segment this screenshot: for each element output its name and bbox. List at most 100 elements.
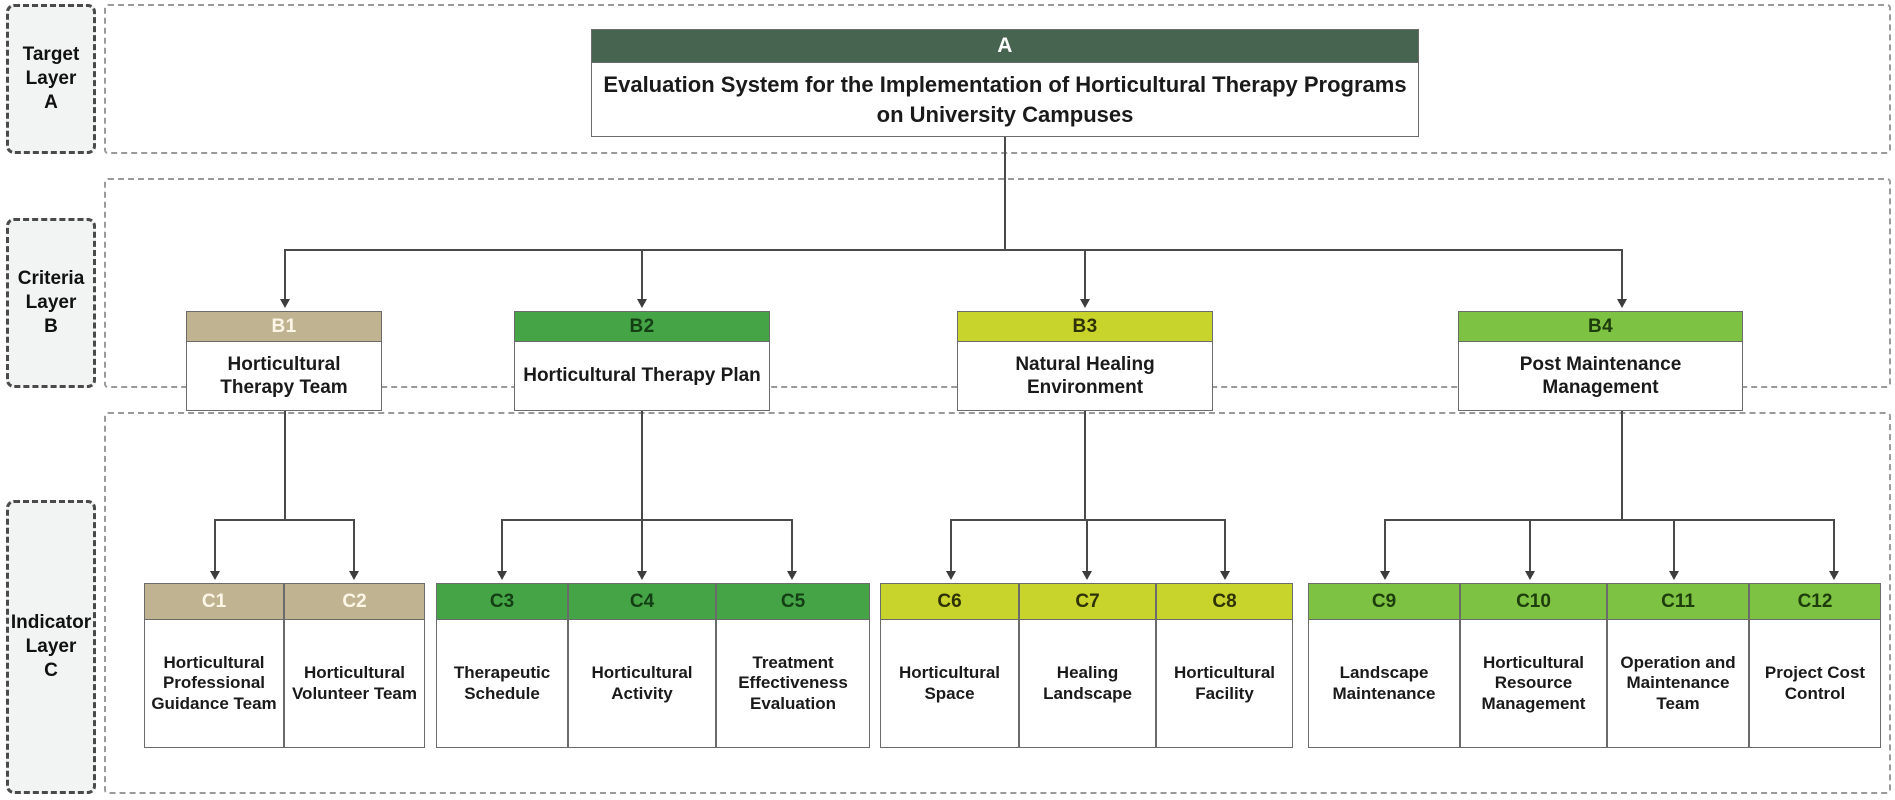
arrow-to-c3	[497, 571, 507, 580]
node-c9-id: C9	[1309, 584, 1459, 620]
node-c5-label: Treatment Effectiveness Evaluation	[738, 652, 848, 713]
layer-tag-c-line1: Indicator	[10, 612, 92, 634]
layer-tag-c-line2: Layer	[25, 636, 77, 658]
node-c11[interactable]: C11 Operation and Maintenance Team	[1607, 583, 1749, 748]
connector-c3-drop	[501, 519, 503, 573]
arrow-to-c6	[946, 571, 956, 580]
connector-c-bus-2	[501, 519, 793, 521]
node-c8-label: Horticultural Facility	[1173, 663, 1276, 703]
node-c4-label: Horticultural Activity	[591, 663, 693, 703]
node-c2[interactable]: C2 Horticultural Volunteer Team	[284, 583, 425, 748]
connector-b1-trunk	[284, 411, 286, 521]
node-b1[interactable]: B1 Horticultural Therapy Team	[186, 311, 382, 411]
indicator-group-b3: C6 Horticultural Space C7 Healing Landsc…	[880, 583, 1293, 748]
arrow-to-c4	[637, 571, 647, 580]
node-c3[interactable]: C3 Therapeutic Schedule	[436, 583, 568, 748]
connector-c9-drop	[1384, 519, 1386, 573]
arrow-to-c9	[1380, 571, 1390, 580]
layer-tag-indicator-c: Indicator Layer C	[6, 500, 96, 794]
node-b3-label: Natural Healing Environment	[1015, 353, 1155, 398]
connector-b1-drop	[284, 249, 286, 301]
connector-c5-drop	[791, 519, 793, 573]
connector-c-bus-3	[950, 519, 1226, 521]
node-c7-label: Healing Landscape	[1043, 663, 1132, 703]
connector-a-trunk	[1004, 137, 1006, 249]
node-c3-id: C3	[437, 584, 567, 620]
node-c1-id: C1	[145, 584, 283, 620]
node-c4[interactable]: C4 Horticultural Activity	[568, 583, 716, 748]
layer-tag-c-line3: C	[44, 659, 58, 681]
connector-b2-trunk	[641, 411, 643, 521]
node-b3-id: B3	[958, 312, 1212, 342]
arrow-to-c2	[349, 571, 359, 580]
node-c7-id: C7	[1020, 584, 1155, 620]
connector-b-bus	[284, 249, 1623, 251]
arrow-to-c10	[1525, 571, 1535, 580]
connector-c4-drop	[641, 519, 643, 573]
arrow-to-c5	[787, 571, 797, 580]
node-b1-label: Horticultural Therapy Team	[220, 353, 348, 398]
indicator-group-b4: C9 Landscape Maintenance C10 Horticultur…	[1308, 583, 1881, 748]
node-c3-label: Therapeutic Schedule	[453, 663, 551, 703]
node-b1-id: B1	[187, 312, 381, 342]
layer-tag-a-line3: A	[44, 91, 58, 113]
connector-c12-drop	[1833, 519, 1835, 573]
node-a-id: A	[592, 30, 1418, 63]
node-c11-id: C11	[1608, 584, 1748, 620]
node-c11-label: Operation and Maintenance Team	[1620, 652, 1736, 713]
node-b2[interactable]: B2 Horticultural Therapy Plan	[514, 311, 770, 411]
node-c4-id: C4	[569, 584, 715, 620]
connector-b2-drop	[641, 249, 643, 301]
node-b2-label: Horticultural Therapy Plan	[523, 365, 761, 387]
node-c5[interactable]: C5 Treatment Effectiveness Evaluation	[716, 583, 870, 748]
connector-b4-drop	[1621, 249, 1623, 301]
arrow-to-c8	[1220, 571, 1230, 580]
arrow-to-c7	[1082, 571, 1092, 580]
node-b4[interactable]: B4 Post Maintenance Management	[1458, 311, 1743, 411]
arrow-to-b2	[637, 299, 647, 308]
layer-tag-target-a: Target Layer A	[6, 4, 96, 154]
node-c6-label: Horticultural Space	[898, 663, 1001, 703]
arrow-to-b1	[280, 299, 290, 308]
node-c9-label: Landscape Maintenance	[1332, 663, 1436, 703]
node-a-label: Evaluation System for the Implementation…	[603, 71, 1407, 127]
layer-tag-a-line1: Target	[22, 44, 80, 66]
node-c2-id: C2	[285, 584, 424, 620]
node-c10-id: C10	[1461, 584, 1606, 620]
node-c5-id: C5	[717, 584, 869, 620]
node-c9[interactable]: C9 Landscape Maintenance	[1308, 583, 1460, 748]
node-c12[interactable]: C12 Project Cost Control	[1749, 583, 1881, 748]
arrow-to-b4	[1617, 299, 1627, 308]
layer-tag-criteria-b: Criteria Layer B	[6, 218, 96, 388]
connector-c11-drop	[1673, 519, 1675, 573]
arrow-to-c11	[1669, 571, 1679, 580]
layer-band-c	[104, 412, 1891, 794]
arrow-to-c12	[1829, 571, 1839, 580]
node-c6[interactable]: C6 Horticultural Space	[880, 583, 1019, 748]
node-c12-id: C12	[1750, 584, 1880, 620]
arrow-to-b3	[1080, 299, 1090, 308]
connector-c1-drop	[214, 519, 216, 573]
node-c8[interactable]: C8 Horticultural Facility	[1156, 583, 1293, 748]
layer-tag-b-line2: Layer	[25, 292, 77, 314]
node-c1[interactable]: C1 Horticultural Professional Guidance T…	[144, 583, 284, 748]
indicator-group-b2: C3 Therapeutic Schedule C4 Horticultural…	[436, 583, 870, 748]
connector-c6-drop	[950, 519, 952, 573]
node-b3[interactable]: B3 Natural Healing Environment	[957, 311, 1213, 411]
node-c7[interactable]: C7 Healing Landscape	[1019, 583, 1156, 748]
node-b4-id: B4	[1459, 312, 1742, 342]
node-c10[interactable]: C10 Horticultural Resource Management	[1460, 583, 1607, 748]
connector-c-bus-4	[1384, 519, 1834, 521]
node-b4-label: Post Maintenance Management	[1519, 353, 1682, 398]
layer-band-a	[104, 4, 1891, 154]
connector-c2-drop	[353, 519, 355, 573]
layer-tag-a-line2: Layer	[25, 68, 77, 90]
node-a[interactable]: A Evaluation System for the Implementati…	[591, 29, 1419, 137]
node-b2-id: B2	[515, 312, 769, 342]
connector-c-bus-1	[214, 519, 355, 521]
node-c8-id: C8	[1157, 584, 1292, 620]
node-c12-label: Project Cost Control	[1764, 663, 1866, 703]
node-c10-label: Horticultural Resource Management	[1481, 652, 1586, 713]
layer-tag-b-line3: B	[44, 315, 58, 337]
node-c2-label: Horticultural Volunteer Team	[291, 663, 417, 703]
